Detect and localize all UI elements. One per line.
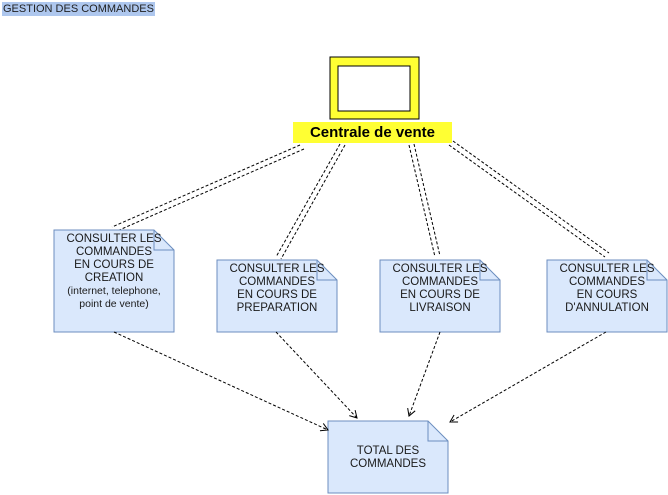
note-fold-corners: [153, 230, 667, 442]
note-text-creation: CONSULTER LES COMMANDES EN COURS DE CREA…: [54, 233, 174, 311]
association-line-annulation: [448, 140, 610, 258]
note-line: COMMANDES: [401, 276, 479, 288]
note-livraison[interactable]: [379, 259, 501, 333]
note-line: CONSULTER LES: [66, 233, 162, 245]
note-line: TOTAL DES: [356, 445, 420, 457]
note-line: D'ANNULATION: [565, 302, 649, 314]
note-text-preparation: CONSULTER LES COMMANDES EN COURS DE PREP…: [217, 263, 337, 315]
note-line: CONSULTER LES: [392, 263, 488, 275]
note-line: EN COURS DE: [237, 289, 317, 301]
note-sub-line: (internet, telephone,: [67, 285, 161, 297]
central-label[interactable]: Centrale de vente: [293, 122, 452, 143]
monitor-icon[interactable]: [329, 56, 420, 120]
note-line: COMMANDES: [349, 458, 427, 470]
association-line-creation: [111, 144, 305, 232]
note-line: COMMANDES: [75, 246, 153, 258]
arrow-creation-total: [113, 331, 329, 432]
note-line: EN COURS DE: [400, 289, 480, 301]
note-text-annulation: CONSULTER LES COMMANDES EN COURS D'ANNUL…: [547, 263, 667, 315]
note-preparation[interactable]: [216, 259, 338, 333]
note-line: CREATION: [84, 272, 144, 284]
association-line-preparation: [275, 143, 346, 260]
note-line: EN COURS DE: [74, 259, 154, 271]
note-text-total: TOTAL DES COMMANDES: [328, 445, 448, 471]
arrow-annulation-total: [449, 331, 607, 423]
flow-arrows: [113, 331, 607, 432]
note-creation[interactable]: [53, 229, 175, 333]
association-lines: [111, 140, 610, 260]
note-line: COMMANDES: [238, 276, 316, 288]
association-line-livraison: [408, 143, 441, 258]
note-line: LIVRAISON: [409, 302, 471, 314]
note-text-livraison: CONSULTER LES COMMANDES EN COURS DE LIVR…: [380, 263, 500, 315]
note-line: COMMANDES: [568, 276, 646, 288]
page-title: GESTION DES COMMANDES: [2, 2, 155, 16]
note-line: CONSULTER LES: [229, 263, 325, 275]
note-line: PREPARATION: [236, 302, 318, 314]
note-line: EN COURS: [576, 289, 638, 301]
note-line: CONSULTER LES: [559, 263, 655, 275]
note-annulation[interactable]: [546, 259, 668, 333]
note-total[interactable]: [327, 420, 449, 494]
note-sub-line: point de vente): [79, 298, 149, 310]
arrow-livraison-total: [407, 331, 441, 417]
arrow-preparation-total: [275, 331, 358, 419]
